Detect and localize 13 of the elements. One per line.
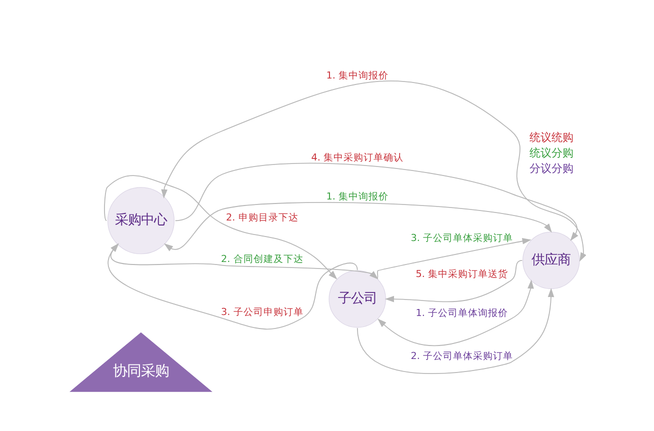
edge-label: 5. 集中采购订单送货 [416, 269, 508, 280]
legend-label: 分议分购 [529, 162, 574, 176]
edge-label: 1. 子公司单体询报价 [416, 308, 508, 319]
edge-label: 2. 子公司单体采购订单 [410, 351, 514, 362]
edge-label: 3. 子公司单体采购订单 [410, 233, 514, 244]
edge-label: 2. 申购目录下达 [226, 212, 298, 224]
edge-label: 4. 集中采购订单确认 [311, 152, 404, 164]
edge-label: 3. 子公司申购订单 [221, 307, 304, 318]
edge-label: 2. 合同创建及下达 [221, 254, 304, 266]
legend-label: 统议统购 [529, 130, 574, 144]
edge-label: 1. 集中询报价 [326, 191, 388, 202]
edge-label: 1. 集中询报价 [326, 70, 388, 82]
legend-label: 统议分购 [529, 146, 574, 160]
